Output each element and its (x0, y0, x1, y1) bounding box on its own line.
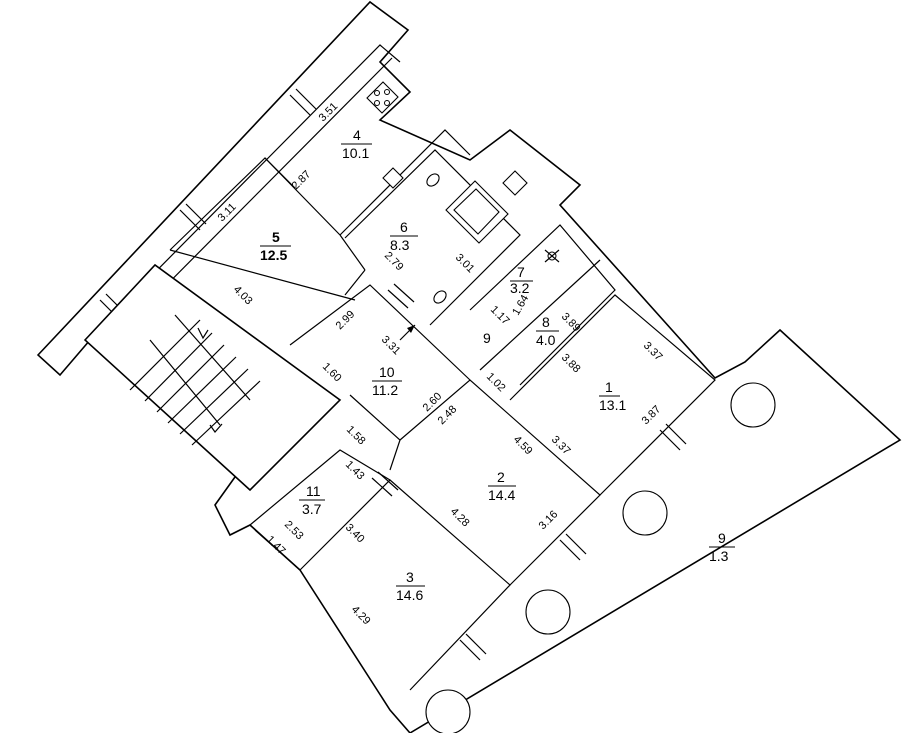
room-number: 5 (272, 229, 280, 245)
room-area: 12.5 (260, 247, 287, 263)
room-label-1: 1 13.1 (599, 379, 626, 413)
room-area: 3.2 (510, 280, 530, 296)
room-number: 8 (542, 314, 550, 330)
interior-walls (83, 129, 716, 691)
closet-label: 9 (483, 330, 491, 346)
room-label-10: 10 11.2 (372, 364, 402, 398)
room-number: 6 (400, 219, 408, 235)
room-label-4: 4 10.1 (341, 127, 372, 161)
chimney (502, 170, 528, 196)
room-number: 3 (406, 569, 414, 585)
room-number: 2 (497, 469, 505, 485)
windows (99, 88, 687, 661)
room-label-9: 9 1.3 (709, 530, 735, 564)
room-area: 3.7 (302, 501, 322, 517)
room-area: 10.1 (342, 145, 369, 161)
room-area: 13.1 (599, 397, 626, 413)
sink-icon (433, 290, 447, 304)
room-area: 1.3 (709, 548, 729, 564)
bay-windows (425, 382, 776, 733)
room-labels: 1 13.1 2 14.4 3 14.6 4 10.1 5 12.5 6 8.3 (260, 127, 735, 603)
room-area: 8.3 (390, 237, 410, 253)
room-area: 11.2 (372, 382, 398, 398)
toilet-icon (426, 173, 440, 187)
ventilation-icon (544, 249, 560, 263)
stove-icon (366, 81, 399, 114)
doors (371, 283, 416, 497)
room-number: 11 (306, 483, 321, 499)
room-number: 7 (517, 264, 525, 280)
room-number: 10 (379, 364, 395, 380)
bathtub-icon (445, 180, 509, 244)
room-number: 9 (718, 530, 726, 546)
room-label-7: 7 3.2 (510, 264, 533, 296)
staircase (129, 314, 261, 446)
room-area: 4.0 (536, 332, 556, 348)
room-label-2: 2 14.4 (488, 469, 516, 503)
room-label-3: 3 14.6 (396, 569, 425, 603)
room-area: 14.6 (396, 587, 423, 603)
room-label-11: 11 3.7 (299, 483, 325, 517)
room-label-8: 8 4.0 (536, 314, 559, 348)
room-number: 4 (353, 127, 361, 143)
room-area: 14.4 (488, 487, 515, 503)
kitchen-sink-icon (382, 167, 404, 189)
room-label-5: 5 12.5 (260, 229, 291, 263)
room-label-6: 6 8.3 (390, 219, 418, 253)
room-number: 1 (605, 379, 613, 395)
